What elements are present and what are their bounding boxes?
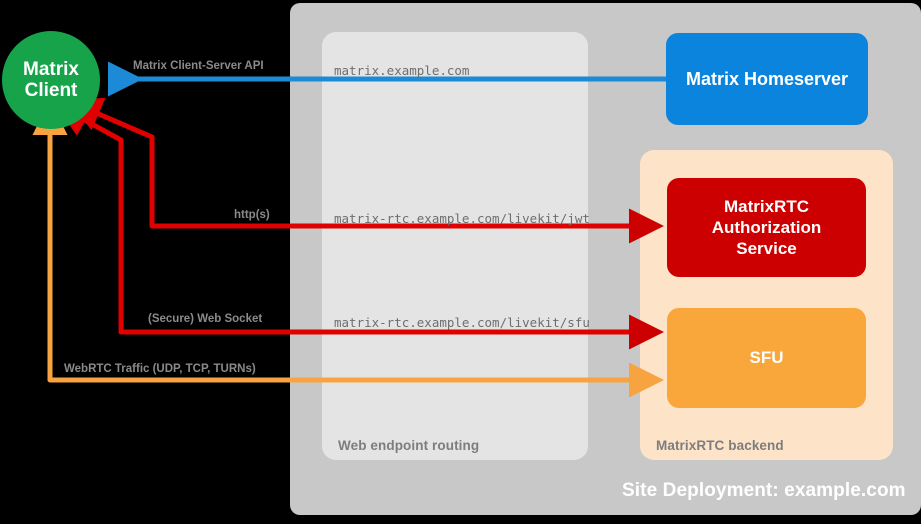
auth-service-label-line1: MatrixRTC (723, 196, 809, 216)
site-deployment-label: Site Deployment: example.com (622, 480, 906, 501)
endpoint-livekit-sfu: matrix-rtc.example.com/livekit/sfu (334, 315, 590, 330)
flow-label-client-server-api: Matrix Client-Server API (133, 60, 264, 72)
flow-label-webrtc-traffic: WebRTC Traffic (UDP, TCP, TURNs) (64, 363, 256, 375)
auth-service-label-line2: Authorization (711, 217, 822, 237)
matrixrtc-backend-label: MatrixRTC backend (656, 438, 784, 453)
flow-label-https: http(s) (234, 209, 270, 221)
web-endpoint-routing-panel (322, 32, 588, 460)
node-matrix-client[interactable]: Matrix Client (2, 31, 100, 129)
sfu-label: SFU (749, 348, 784, 367)
node-matrixrtc-authorization-service[interactable]: MatrixRTC Authorization Service (667, 178, 866, 277)
matrix-client-label-line2: Client (24, 80, 78, 101)
flow-label-web-socket: (Secure) Web Socket (148, 313, 263, 325)
web-endpoint-routing-label: Web endpoint routing (338, 438, 480, 453)
auth-service-label-line3: Service (736, 239, 797, 259)
node-matrix-homeserver[interactable]: Matrix Homeserver (666, 33, 868, 125)
endpoint-matrix: matrix.example.com (334, 63, 470, 78)
auth-service-label: MatrixRTC Authorization Service (712, 196, 822, 260)
node-sfu[interactable]: SFU (667, 308, 866, 408)
matrix-client-label-line1: Matrix (23, 58, 79, 80)
matrix-homeserver-label: Matrix Homeserver (685, 68, 849, 89)
matrix-client-label: Matrix Client (23, 59, 79, 102)
endpoint-livekit-jwt: matrix-rtc.example.com/livekit/jwt (334, 211, 590, 226)
